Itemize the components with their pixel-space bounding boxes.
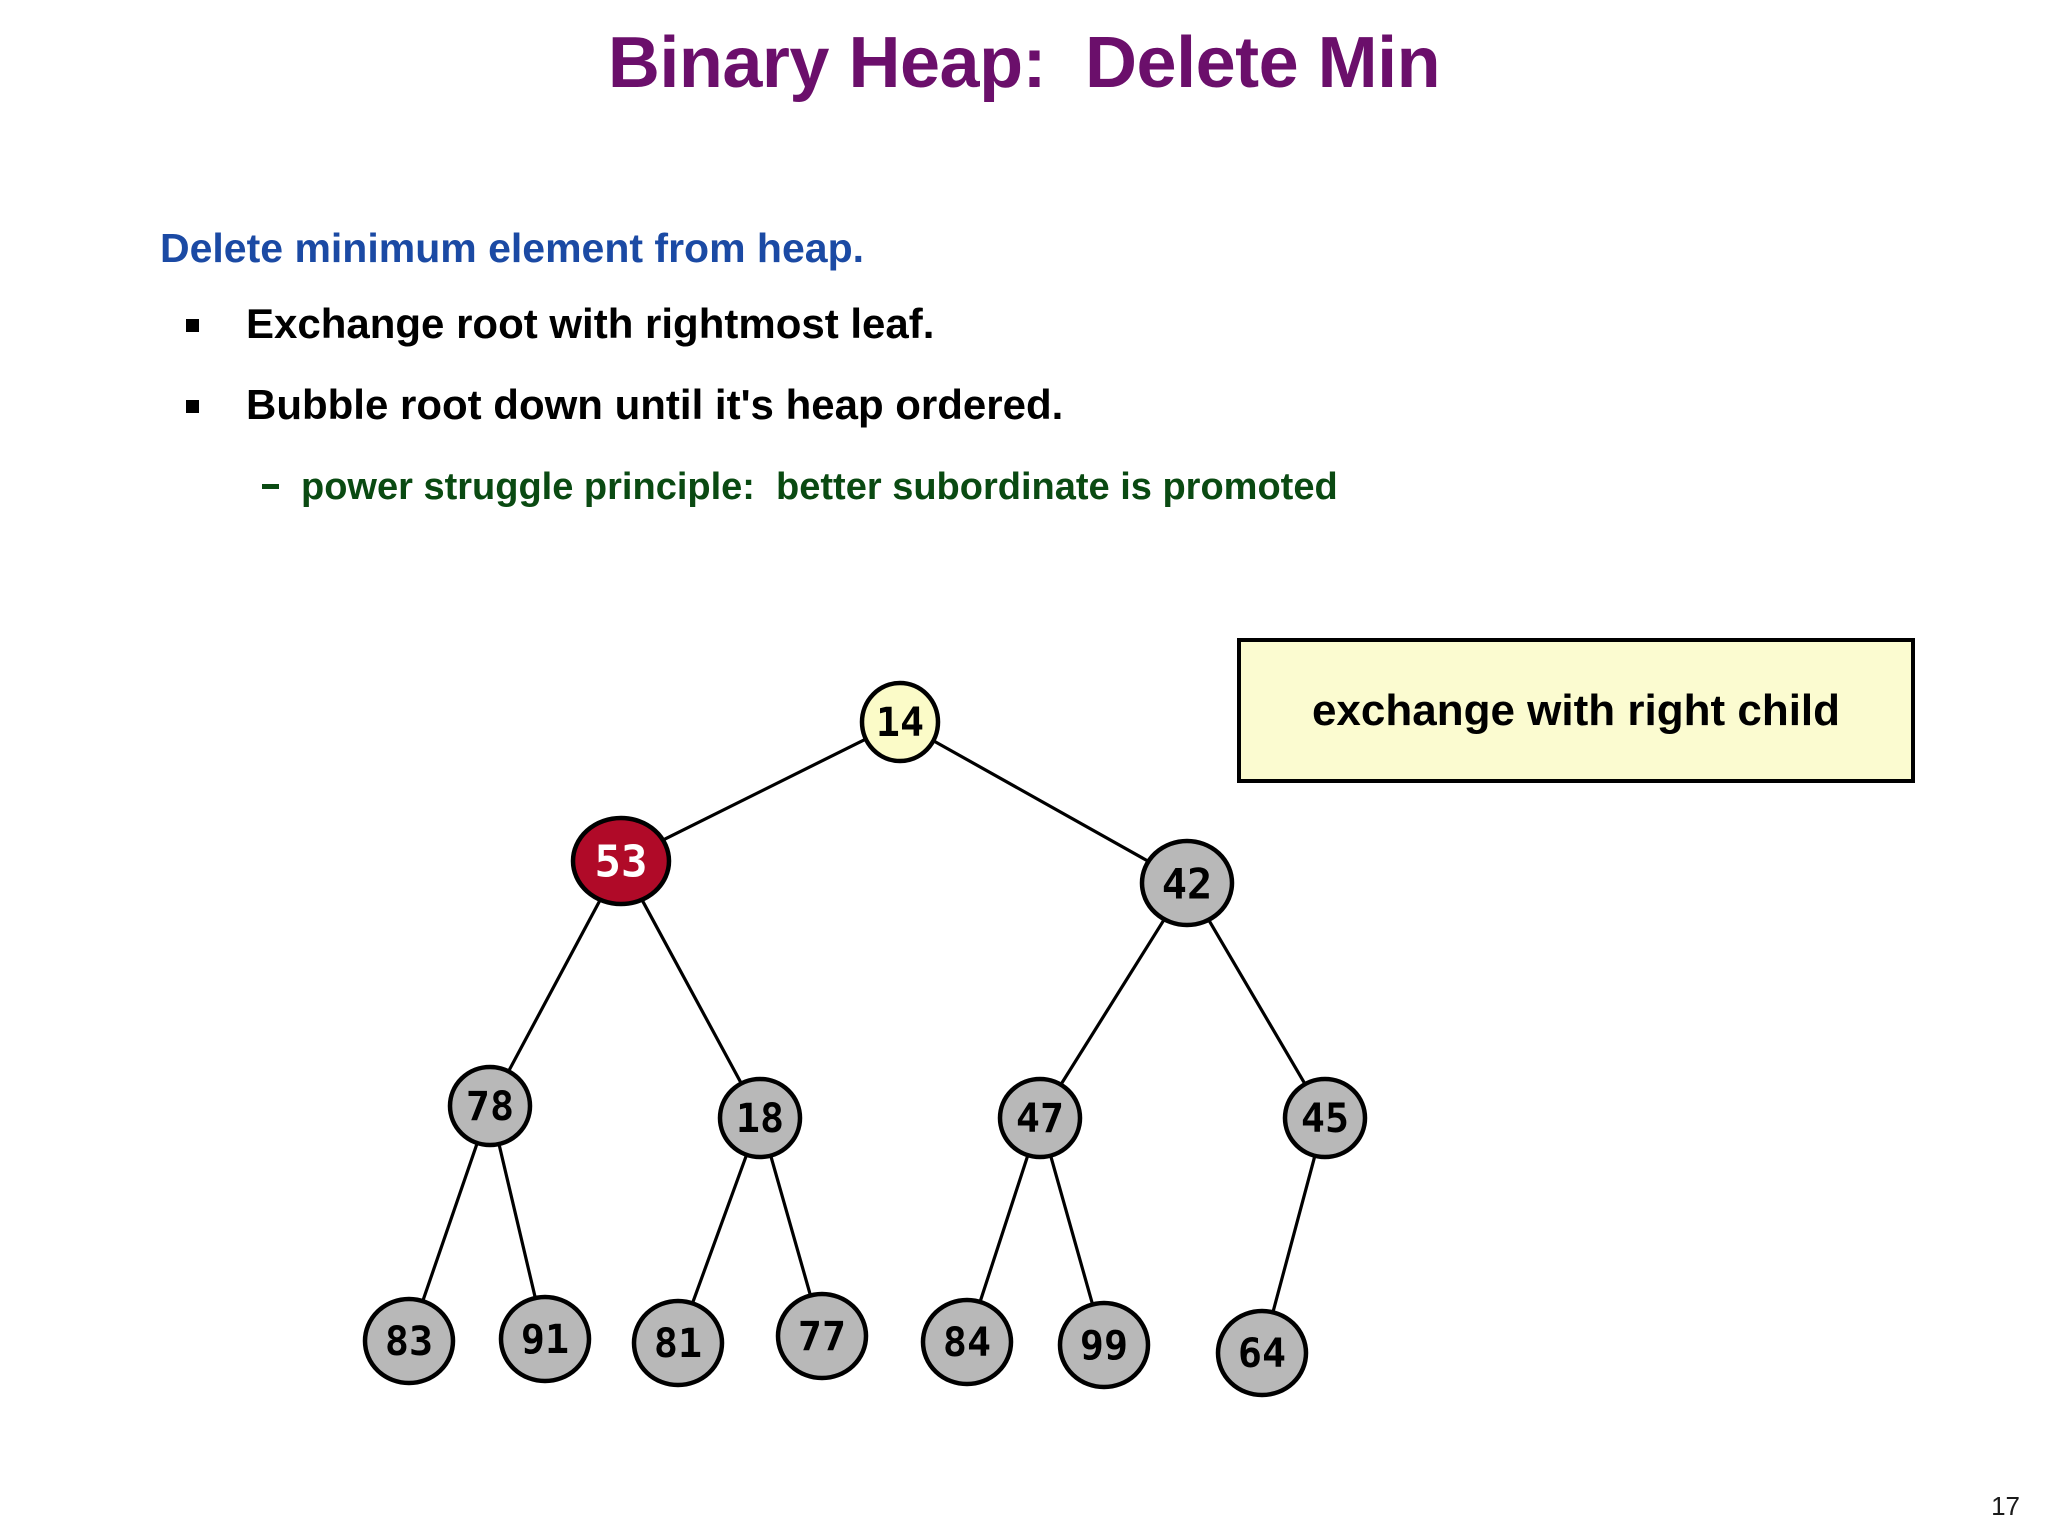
- tree-node-circle: [447, 1064, 533, 1148]
- tree-node-circle: [920, 1297, 1014, 1387]
- tree-edge: [496, 1141, 538, 1301]
- tree-node-circle: [997, 1076, 1083, 1160]
- tree-node-18[interactable]: 18: [717, 1076, 803, 1160]
- tree-node-circle: [775, 1291, 869, 1381]
- tree-node-91[interactable]: 91: [498, 1294, 592, 1384]
- bullet-item-1: Exchange root with rightmost leaf.: [186, 300, 934, 348]
- tree-node-45[interactable]: 45: [1282, 1076, 1368, 1160]
- bullet-item-1-label: Exchange root with rightmost leaf.: [246, 300, 935, 347]
- tree-nodes-layer: 14 53 42 78 18 47 45 83 91 81 77 84 99 64: [362, 680, 1368, 1398]
- tree-node-label: 64: [1238, 1331, 1286, 1377]
- tree-edge: [1058, 916, 1167, 1088]
- tree-node-81[interactable]: 81: [631, 1298, 725, 1388]
- tree-node-circle: [859, 680, 941, 764]
- tree-node-circle: [362, 1296, 456, 1386]
- bullet-item-2: Bubble root down until it's heap ordered…: [186, 381, 1063, 429]
- tree-node-53[interactable]: 53: [570, 815, 672, 907]
- tree-node-circle: [1215, 1308, 1309, 1398]
- tree-node-99[interactable]: 99: [1057, 1300, 1151, 1390]
- tree-node-circle: [717, 1076, 803, 1160]
- tree-edge: [690, 1152, 749, 1306]
- tree-node-circle: [631, 1298, 725, 1388]
- tree-node-label: 83: [385, 1319, 433, 1365]
- bullet-item-2-label: Bubble root down until it's heap ordered…: [246, 381, 1064, 428]
- tree-node-47[interactable]: 47: [997, 1076, 1083, 1160]
- tree-node-42[interactable]: 42: [1139, 838, 1235, 928]
- tree-edge: [506, 897, 603, 1074]
- tree-edge: [1206, 917, 1308, 1087]
- tree-node-circle: [1282, 1076, 1368, 1160]
- tree-edge: [977, 1152, 1031, 1305]
- tree-node-label: 81: [654, 1321, 702, 1367]
- tree-node-label: 18: [736, 1096, 784, 1142]
- tree-edge: [420, 1140, 480, 1304]
- tree-edge: [768, 1153, 813, 1298]
- page-number: 17: [1991, 1491, 2020, 1521]
- tree-node-circle: [1057, 1300, 1151, 1390]
- tree-node-circle: [570, 815, 672, 907]
- tree-node-77[interactable]: 77: [775, 1291, 869, 1381]
- tree-node-label: 53: [595, 837, 648, 888]
- tree-node-label: 42: [1162, 860, 1213, 909]
- tree-node-label: 45: [1301, 1096, 1349, 1142]
- tree-edge: [1048, 1153, 1095, 1307]
- callout-box: exchange with right child: [1237, 638, 1915, 783]
- square-bullet-icon: [186, 319, 199, 332]
- tree-node-circle: [1139, 838, 1235, 928]
- tree-node-label: 14: [876, 700, 924, 746]
- tree-edge: [660, 736, 869, 843]
- tree-node-label: 78: [466, 1084, 514, 1130]
- tree-edge: [639, 897, 744, 1087]
- tree-node-label: 99: [1080, 1323, 1128, 1369]
- tree-node-84[interactable]: 84: [920, 1297, 1014, 1387]
- sub-bullet-item: power struggle principle: better subordi…: [262, 466, 1338, 509]
- tree-edge: [930, 738, 1151, 864]
- dash-bullet-icon: [262, 484, 279, 489]
- tree-node-64[interactable]: 64: [1215, 1308, 1309, 1398]
- page-title: Binary Heap: Delete Min: [607, 23, 1441, 103]
- lead-statement: Delete minimum element from heap.: [160, 225, 865, 271]
- tree-edge: [1270, 1153, 1317, 1315]
- sub-bullet-label: power struggle principle: better subordi…: [301, 466, 1338, 508]
- tree-node-78[interactable]: 78: [447, 1064, 533, 1148]
- tree-node-label: 84: [943, 1320, 991, 1366]
- square-bullet-icon: [186, 400, 199, 413]
- tree-node-circle: [498, 1294, 592, 1384]
- tree-node-label: 47: [1016, 1096, 1064, 1142]
- tree-node-14[interactable]: 14: [859, 680, 941, 764]
- callout-text: exchange with right child: [1311, 685, 1841, 735]
- tree-node-83[interactable]: 83: [362, 1296, 456, 1386]
- tree-node-label: 91: [521, 1317, 569, 1363]
- tree-node-label: 77: [798, 1314, 846, 1360]
- tree-edges-layer: [420, 736, 1317, 1315]
